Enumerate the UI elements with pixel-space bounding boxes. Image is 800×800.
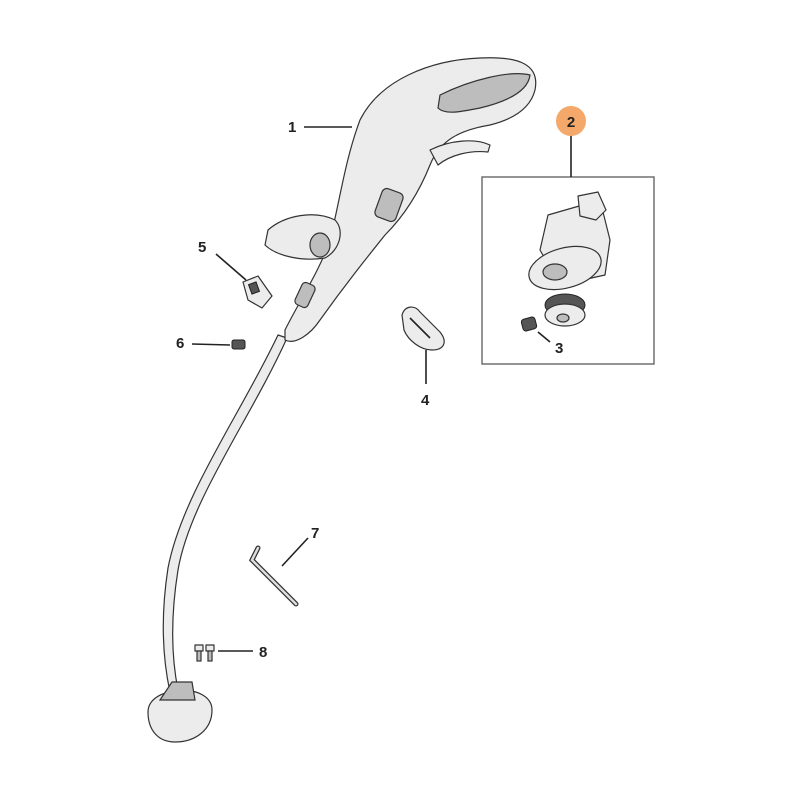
leader-line-6: [191, 343, 231, 346]
callout-4[interactable]: 4: [421, 392, 430, 409]
callout-2-highlight[interactable]: [556, 106, 586, 136]
trimmer-handle[interactable]: [284, 57, 537, 342]
callout-3[interactable]: 3: [555, 340, 563, 357]
leader-line-3: [537, 331, 551, 343]
trigger: [429, 140, 491, 166]
trimmer-shaft[interactable]: [162, 334, 288, 693]
callout-2[interactable]: 2: [567, 114, 575, 131]
callout-1[interactable]: 1: [288, 119, 296, 136]
part-4-guard[interactable]: [401, 306, 445, 351]
switch-face: [247, 281, 261, 295]
part-7-hex-key[interactable]: [248, 545, 299, 607]
leader-line-5: [215, 253, 247, 281]
part-3-gear[interactable]: [520, 316, 538, 332]
front-grip: [264, 214, 341, 260]
part-6-spring[interactable]: [231, 339, 246, 350]
handle-grip: [437, 73, 531, 113]
part-2-motor[interactable]: [524, 191, 611, 327]
part-8-screws[interactable]: [194, 644, 215, 662]
shaft-lock-button: [294, 281, 316, 309]
part-2-detail-box: [481, 176, 655, 365]
callout-7[interactable]: 7: [311, 525, 319, 542]
guard-detail: [409, 317, 431, 339]
head-bracket: [158, 681, 196, 701]
callout-6[interactable]: 6: [176, 335, 184, 352]
callout-8[interactable]: 8: [259, 644, 267, 661]
leader-line-7: [281, 537, 309, 567]
callout-5[interactable]: 5: [198, 239, 206, 256]
grip-knob: [309, 232, 331, 258]
handle-button: [374, 187, 404, 223]
hex-key-highlight: [250, 546, 298, 606]
